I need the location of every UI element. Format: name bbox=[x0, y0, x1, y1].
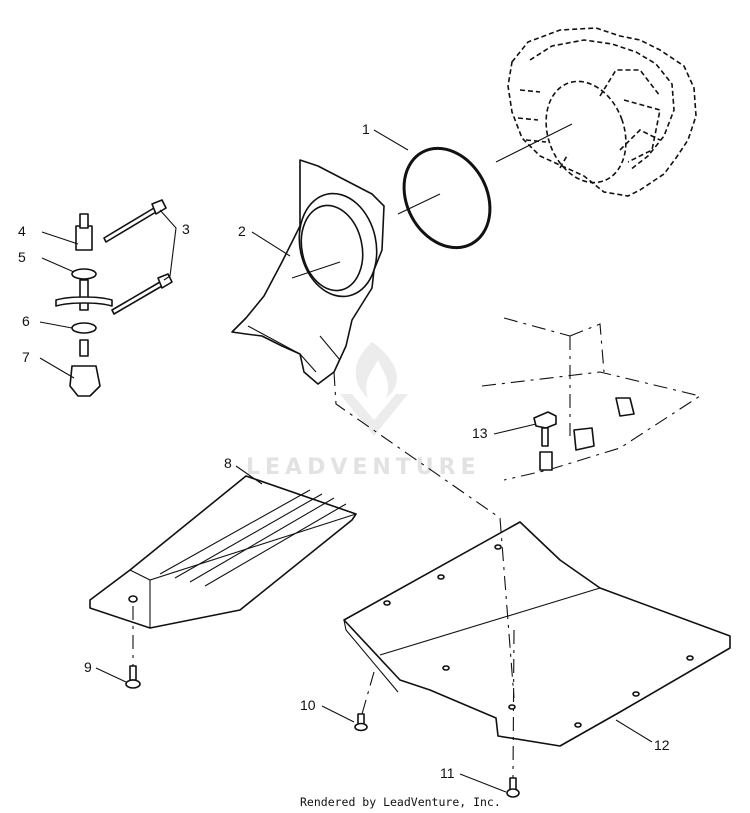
callout-4: 4 bbox=[18, 223, 26, 239]
part-8-mat bbox=[89, 475, 357, 629]
credit-text: Rendered by LeadVenture, Inc. bbox=[300, 795, 501, 809]
part-13-plug-context bbox=[481, 317, 702, 481]
watermark-text: LEADVENTURE bbox=[246, 455, 481, 480]
part-1-o-ring bbox=[402, 146, 492, 250]
part-10-screw bbox=[354, 713, 368, 732]
callout-6: 6 bbox=[22, 313, 30, 329]
part-3-bolts bbox=[103, 199, 173, 315]
callout-13: 13 bbox=[472, 425, 488, 441]
leader-lines bbox=[39, 129, 653, 793]
callout-10: 10 bbox=[300, 697, 316, 713]
callout-7: 7 bbox=[22, 349, 30, 365]
callout-labels: 1 2 3 4 5 6 7 8 9 10 11 12 13 bbox=[18, 121, 670, 781]
watermark-flame-icon bbox=[355, 342, 397, 398]
callout-12: 12 bbox=[654, 737, 670, 753]
part-13-plug bbox=[533, 411, 557, 471]
parts-4-7-fastener-stack bbox=[55, 213, 113, 397]
part-2-shroud bbox=[231, 159, 385, 385]
callout-9: 9 bbox=[84, 659, 92, 675]
callout-2: 2 bbox=[238, 223, 246, 239]
assembly-lines bbox=[132, 123, 573, 779]
part-9-screw bbox=[125, 665, 141, 689]
callout-1: 1 bbox=[362, 121, 370, 137]
part-11-screw bbox=[506, 777, 520, 798]
watermark: LEADVENTURE bbox=[246, 342, 481, 480]
watermark-v-icon bbox=[340, 394, 408, 436]
engine-outline bbox=[507, 27, 697, 197]
callout-11: 11 bbox=[440, 765, 455, 781]
callout-3: 3 bbox=[182, 221, 190, 237]
callout-5: 5 bbox=[18, 249, 26, 265]
callout-8: 8 bbox=[224, 455, 232, 471]
part-12-floor-pan bbox=[343, 521, 731, 747]
